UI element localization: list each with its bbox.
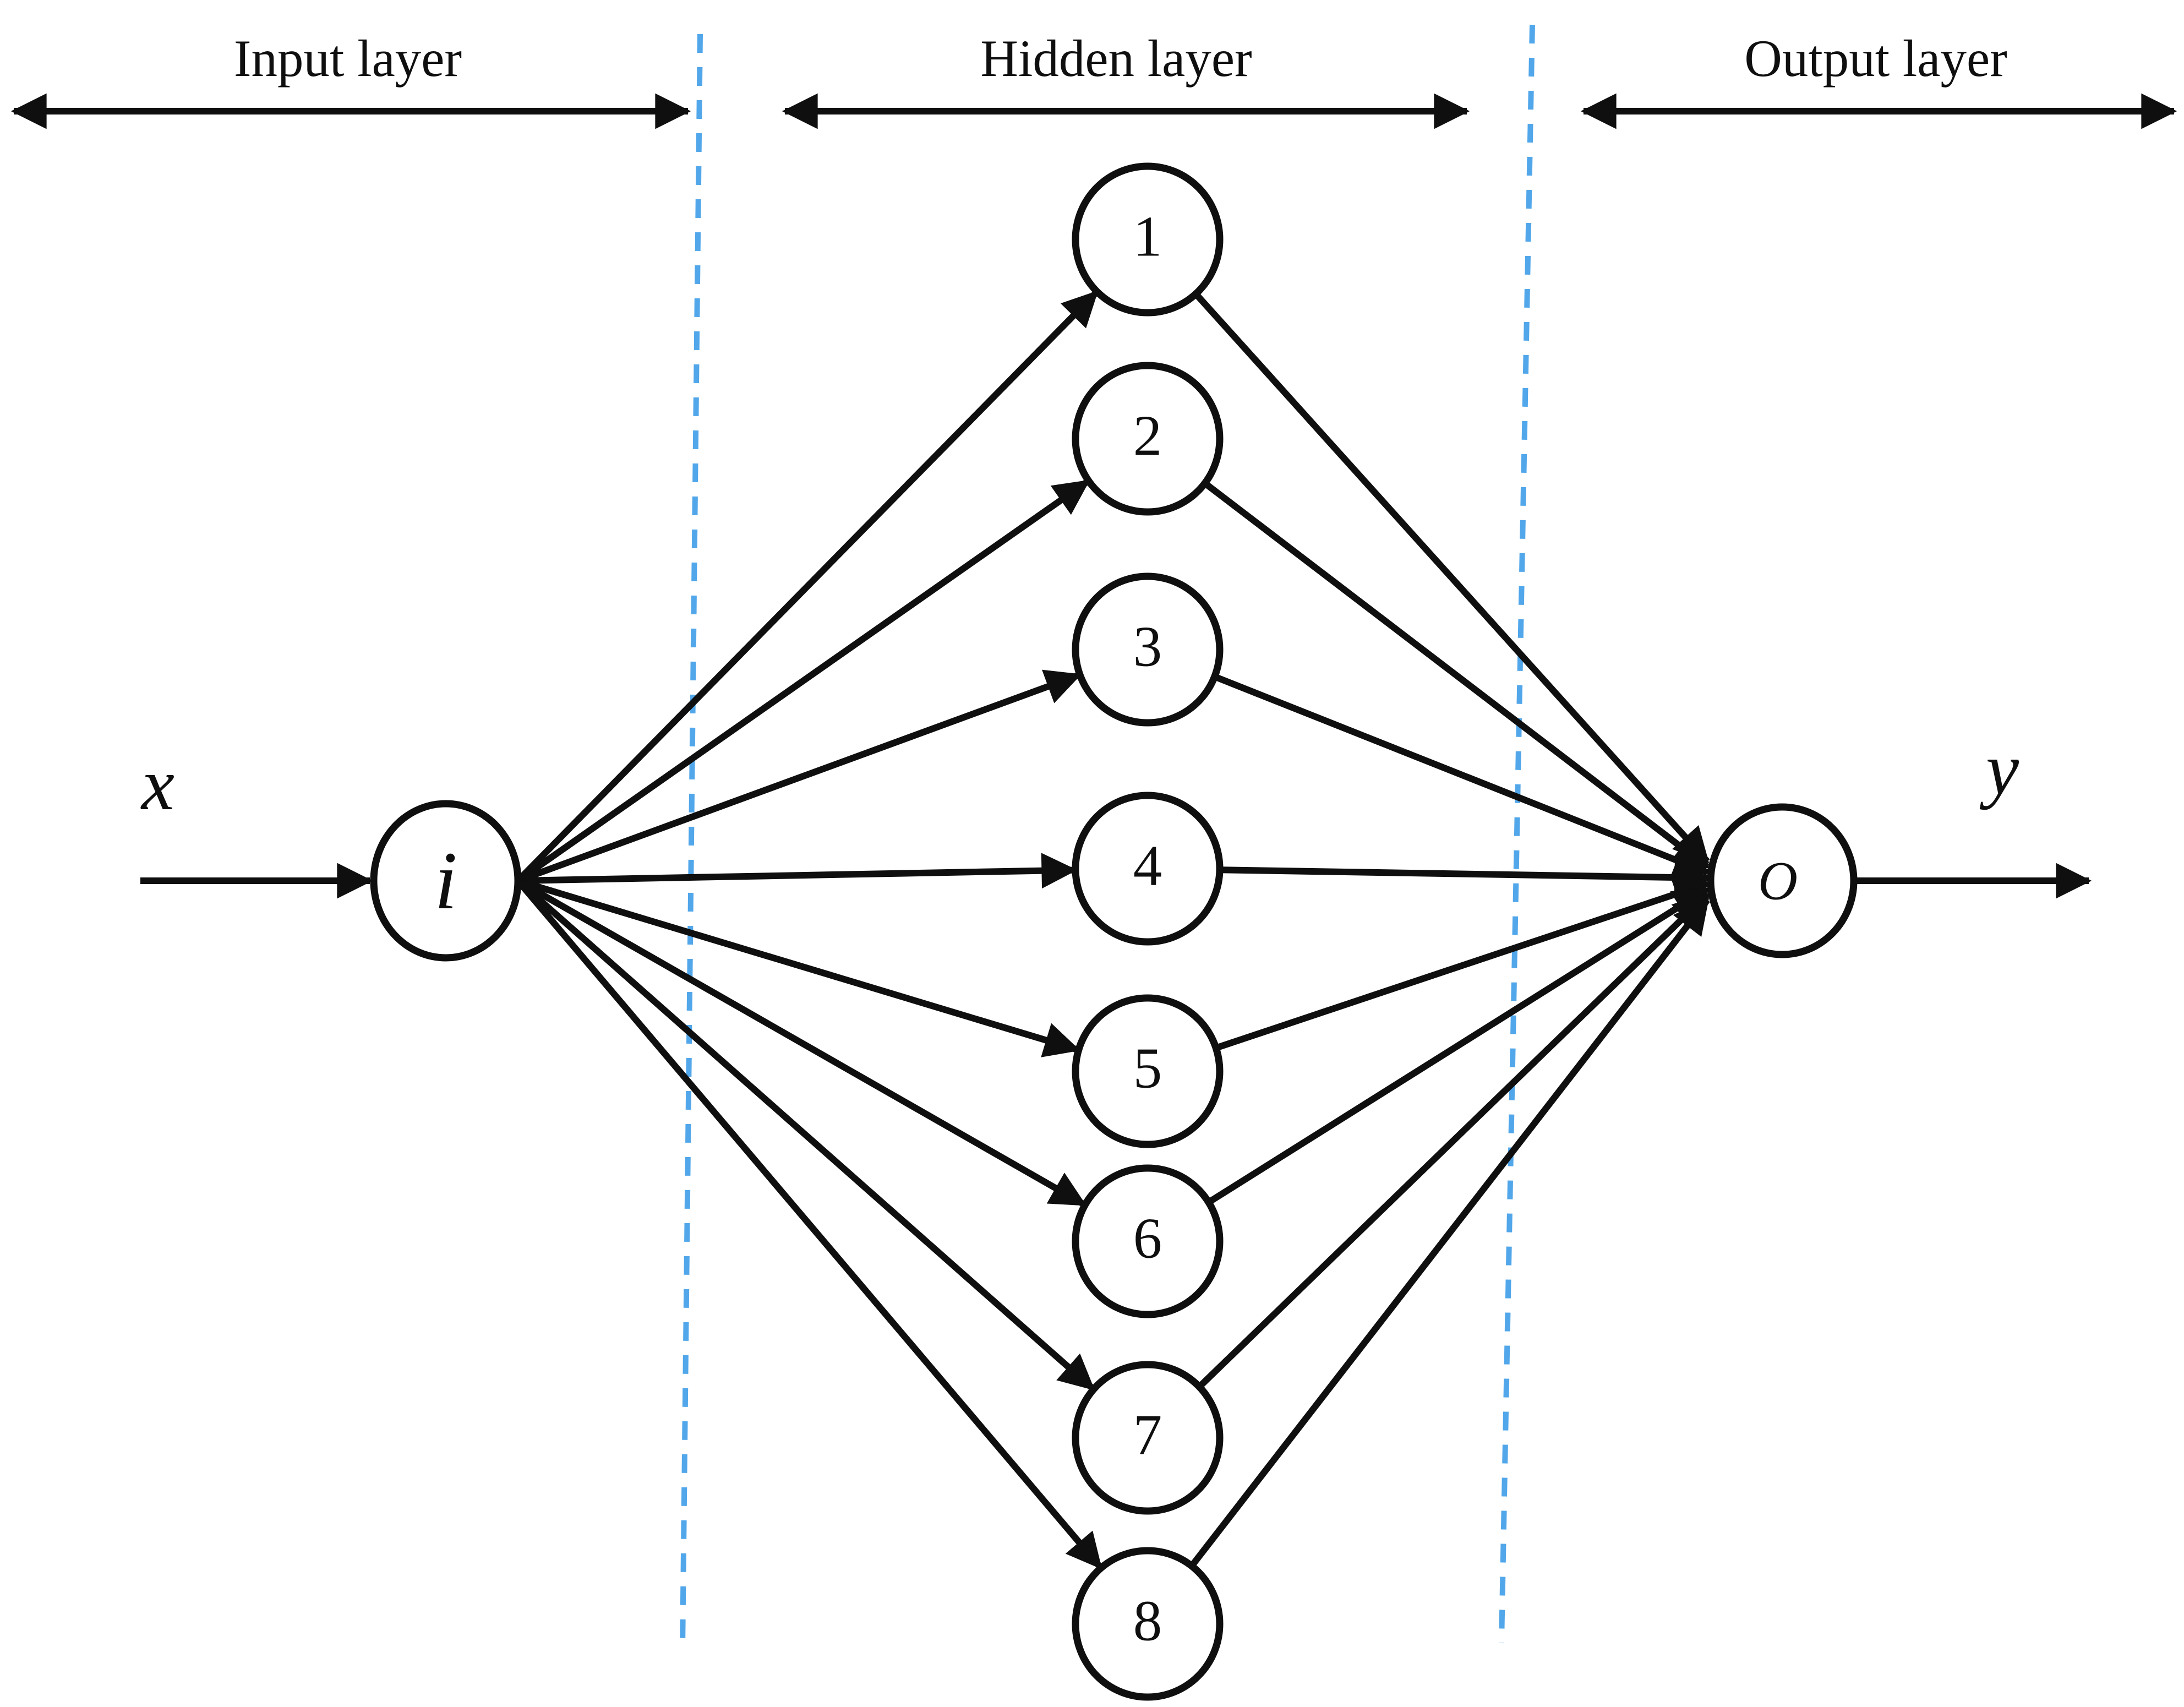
edge-hidden-6-to-output xyxy=(1208,886,1710,1205)
output-node-circle xyxy=(1707,803,1858,958)
hidden-node-7-circle xyxy=(1072,1361,1224,1515)
hidden-node-6-label: 6 xyxy=(1133,1206,1162,1270)
edge-input-to-hidden-1 xyxy=(515,290,1099,884)
hidden-node-7-label: 7 xyxy=(1133,1403,1162,1467)
edge-input-to-hidden-4 xyxy=(517,853,1078,889)
hidden-node-2-circle xyxy=(1072,362,1224,516)
edge-hidden-1-to-output xyxy=(1194,292,1710,864)
output-signal-label: y xyxy=(1979,728,2019,810)
output-node-label: O xyxy=(1758,850,1798,912)
edge-hidden-5-to-output xyxy=(1216,877,1710,1051)
hidden-node-8-circle xyxy=(1072,1547,1224,1701)
hidden-node-3-circle xyxy=(1072,572,1224,727)
input-node-circle xyxy=(370,800,522,962)
hidden-node-4-circle xyxy=(1072,792,1224,946)
hidden-node-1-label: 1 xyxy=(1133,204,1162,269)
edge-hidden-3-to-output xyxy=(1214,674,1710,877)
hidden-node-8-label: 8 xyxy=(1133,1589,1162,1653)
hidden-node-3-label: 3 xyxy=(1133,614,1162,679)
hidden-node-2-label: 2 xyxy=(1133,403,1162,468)
edge-hidden-8-to-output xyxy=(1189,897,1710,1567)
edge-input-to-hidden-7 xyxy=(516,878,1095,1392)
hidden-node-6-circle xyxy=(1072,1164,1224,1318)
input-signal-label: x xyxy=(140,744,174,826)
layer-title-1: Input layer xyxy=(234,29,462,88)
layer-title-3: Output layer xyxy=(1744,29,2007,88)
edge-hidden-2-to-output xyxy=(1203,481,1710,870)
hidden-node-1-circle xyxy=(1072,162,1224,317)
input-node-label: i xyxy=(434,835,457,926)
edge-input-to-hidden-8 xyxy=(515,879,1103,1569)
edge-input-to-hidden-6 xyxy=(516,877,1087,1208)
hidden-node-4-label: 4 xyxy=(1133,833,1162,898)
hidden-node-5-circle xyxy=(1072,994,1224,1148)
layer-title-2: Hidden layer xyxy=(980,29,1252,88)
edge-hidden-4-to-output xyxy=(1220,859,1711,896)
layer-separator-dashed-line-2 xyxy=(1499,24,1535,1644)
edge-input-to-hidden-3 xyxy=(516,669,1082,884)
edge-input-to-hidden-5 xyxy=(517,877,1080,1057)
edge-hidden-7-to-output xyxy=(1198,892,1710,1389)
hidden-node-5-label: 5 xyxy=(1133,1036,1162,1100)
layer-separator-dashed-line-1 xyxy=(680,34,703,1652)
edge-input-to-hidden-2 xyxy=(516,478,1090,884)
